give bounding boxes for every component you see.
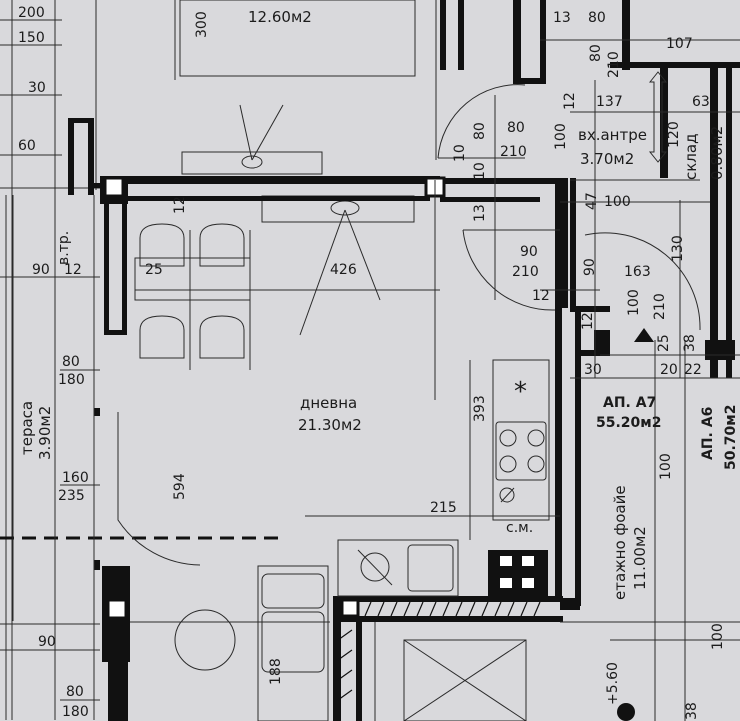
dim-80-door: 80 <box>472 122 488 140</box>
dim-100-b: 100 <box>604 194 631 210</box>
dim-594: 594 <box>172 473 188 500</box>
dim-160: 160 <box>62 470 89 486</box>
dim-210-entry: 210 <box>500 144 527 160</box>
dim-25-b: 25 <box>656 334 672 352</box>
dim-80-bottom: 80 <box>66 684 84 700</box>
dim-137: 137 <box>596 94 623 110</box>
top-room-area: 12.60м2 <box>248 8 312 26</box>
vtr-label: в.тр. <box>56 231 72 265</box>
apt-a6-name: АП. А6 <box>700 407 716 460</box>
dim-180-bottom: 180 <box>62 704 89 720</box>
dim-10-b: 10 <box>472 162 488 180</box>
storage-name: склад <box>682 134 700 180</box>
star-mark: * <box>514 377 527 407</box>
dim-188: 188 <box>268 658 284 685</box>
apt-a7-name: АП. А7 <box>603 395 656 411</box>
sm-label: с.м. <box>506 520 533 536</box>
dim-38-b: 38 <box>684 702 700 720</box>
dim-107: 107 <box>666 36 693 52</box>
dim-80-top: 80 <box>588 10 606 26</box>
dim-30-b: 30 <box>584 362 602 378</box>
dim-100-d: 100 <box>658 453 674 480</box>
dim-210-door: 210 <box>512 264 539 280</box>
terrace-area: 3.90м2 <box>36 406 54 460</box>
apt-a7-area: 55.20м2 <box>596 415 661 431</box>
living-area: 21.30м2 <box>298 416 362 434</box>
dim-12-center: 12 <box>172 196 188 214</box>
dim-100-c: 100 <box>626 289 642 316</box>
dim-180: 180 <box>58 372 85 388</box>
wall-hatch <box>337 601 541 701</box>
dim-38: 38 <box>682 334 698 352</box>
top-bed <box>179 0 416 336</box>
dim-63: 63 <box>692 94 710 110</box>
dim-150: 150 <box>18 30 45 46</box>
doors <box>117 71 701 566</box>
foyer-name: етажно фоайе <box>611 485 629 600</box>
dim-426: 426 <box>330 262 357 278</box>
dim-25: 25 <box>145 262 163 278</box>
dining-set <box>134 223 440 370</box>
dim-163: 163 <box>624 264 651 280</box>
dim-90: 90 <box>32 262 50 278</box>
dim-12-c: 12 <box>532 288 550 304</box>
sofa <box>130 565 330 721</box>
dim-30: 30 <box>28 80 46 96</box>
terrace-name: тераса <box>18 401 36 455</box>
dim-300: 300 <box>194 11 210 38</box>
dim-22: 22 <box>684 362 702 378</box>
dim-393: 393 <box>472 395 488 422</box>
dim-210-c: 210 <box>652 293 668 320</box>
dim-90-door: 90 <box>520 244 538 260</box>
dim-210-vert: 210 <box>606 51 622 78</box>
dim-80-vert: 80 <box>588 44 604 62</box>
dim-10: 10 <box>452 144 468 162</box>
dim-12: 12 <box>64 262 82 278</box>
dim-90-c: 90 <box>582 258 598 276</box>
living-name: дневна <box>300 394 357 412</box>
level-label: +5.60 <box>605 662 621 705</box>
dim-80: 80 <box>62 354 80 370</box>
dim-47: 47 <box>584 192 600 210</box>
dim-60: 60 <box>18 138 36 154</box>
dim-20: 20 <box>660 362 678 378</box>
dim-12-d: 12 <box>580 312 596 330</box>
right-dimension-lines <box>434 39 740 721</box>
entry-area: 3.70м2 <box>580 150 634 168</box>
dim-100-entry: 100 <box>553 123 569 150</box>
left-dimension-lines <box>0 0 437 720</box>
dim-12-vert: 12 <box>562 92 578 110</box>
dim-100-e: 100 <box>710 623 726 650</box>
dim-80-entry: 80 <box>507 120 525 136</box>
terrace-outline <box>12 195 95 720</box>
dim-200: 200 <box>18 5 45 21</box>
dim-235: 235 <box>58 488 85 504</box>
dim-130: 130 <box>670 235 686 262</box>
apt-a6-area: 50.70м2 <box>723 405 739 470</box>
dim-13: 13 <box>553 10 571 26</box>
dim-90-bottom: 90 <box>38 634 56 650</box>
kitchen <box>305 359 560 598</box>
dim-13-b: 13 <box>472 204 488 222</box>
elevator <box>374 622 527 721</box>
entry-name: вх.антре <box>578 126 647 144</box>
dim-215: 215 <box>430 500 457 516</box>
storage-area: 0.80м2 <box>708 126 726 180</box>
dim-120: 120 <box>666 121 682 148</box>
foyer-area: 11.00м2 <box>631 526 649 590</box>
